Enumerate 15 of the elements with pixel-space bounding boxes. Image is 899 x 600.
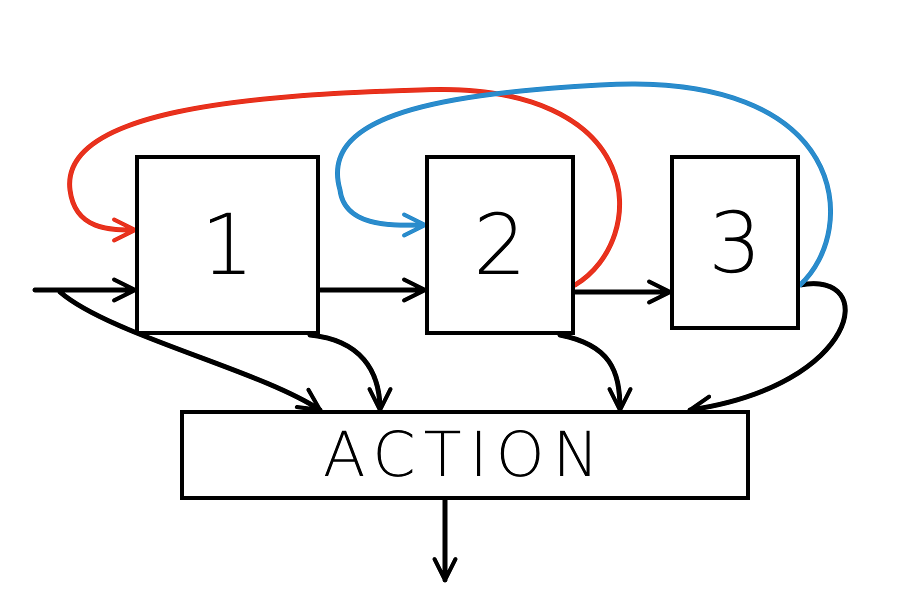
process-box [670,155,800,330]
box-label: 2 [473,203,527,287]
arrow [334,82,833,288]
arrow [68,88,622,288]
arrow [58,290,322,412]
box-label: ACTION [323,424,607,486]
box-label: 1 [200,203,254,287]
arrow [32,278,138,302]
process-box [135,155,320,335]
arrow [432,498,458,582]
arrow [558,332,632,412]
arrow [308,332,392,412]
process-box [425,155,575,335]
process-box [180,410,750,500]
box-label: 3 [708,200,762,284]
